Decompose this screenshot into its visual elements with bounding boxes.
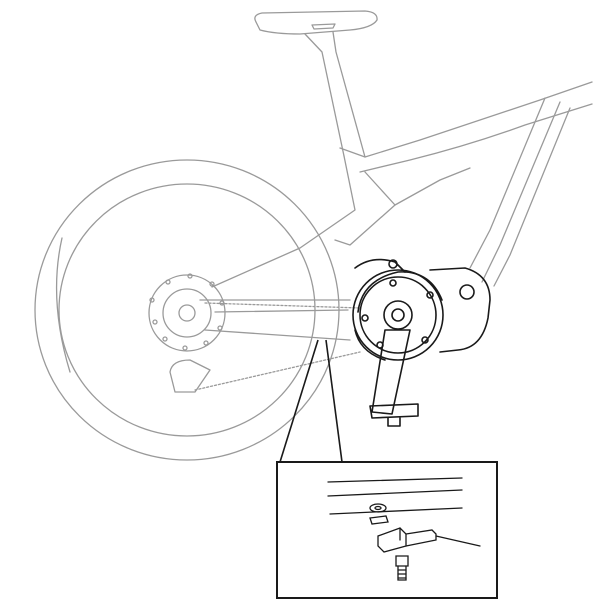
chainring [352, 269, 444, 361]
sensor-body [377, 527, 481, 553]
rear-wheel [34, 159, 340, 461]
brake-rotor [148, 273, 226, 352]
saddle [254, 10, 378, 35]
down-tube [469, 97, 571, 287]
callout-leader [279, 339, 343, 463]
chain-stay [199, 299, 351, 341]
top-tube [339, 81, 593, 173]
detail-inset [276, 461, 498, 599]
nut [369, 515, 389, 525]
washer [369, 503, 387, 513]
motor-housing [354, 258, 491, 353]
chain [169, 302, 361, 393]
crank-arm [369, 329, 419, 427]
seat-stay [211, 155, 471, 288]
seat-tube [304, 31, 366, 158]
mounting-bolt [395, 555, 409, 581]
